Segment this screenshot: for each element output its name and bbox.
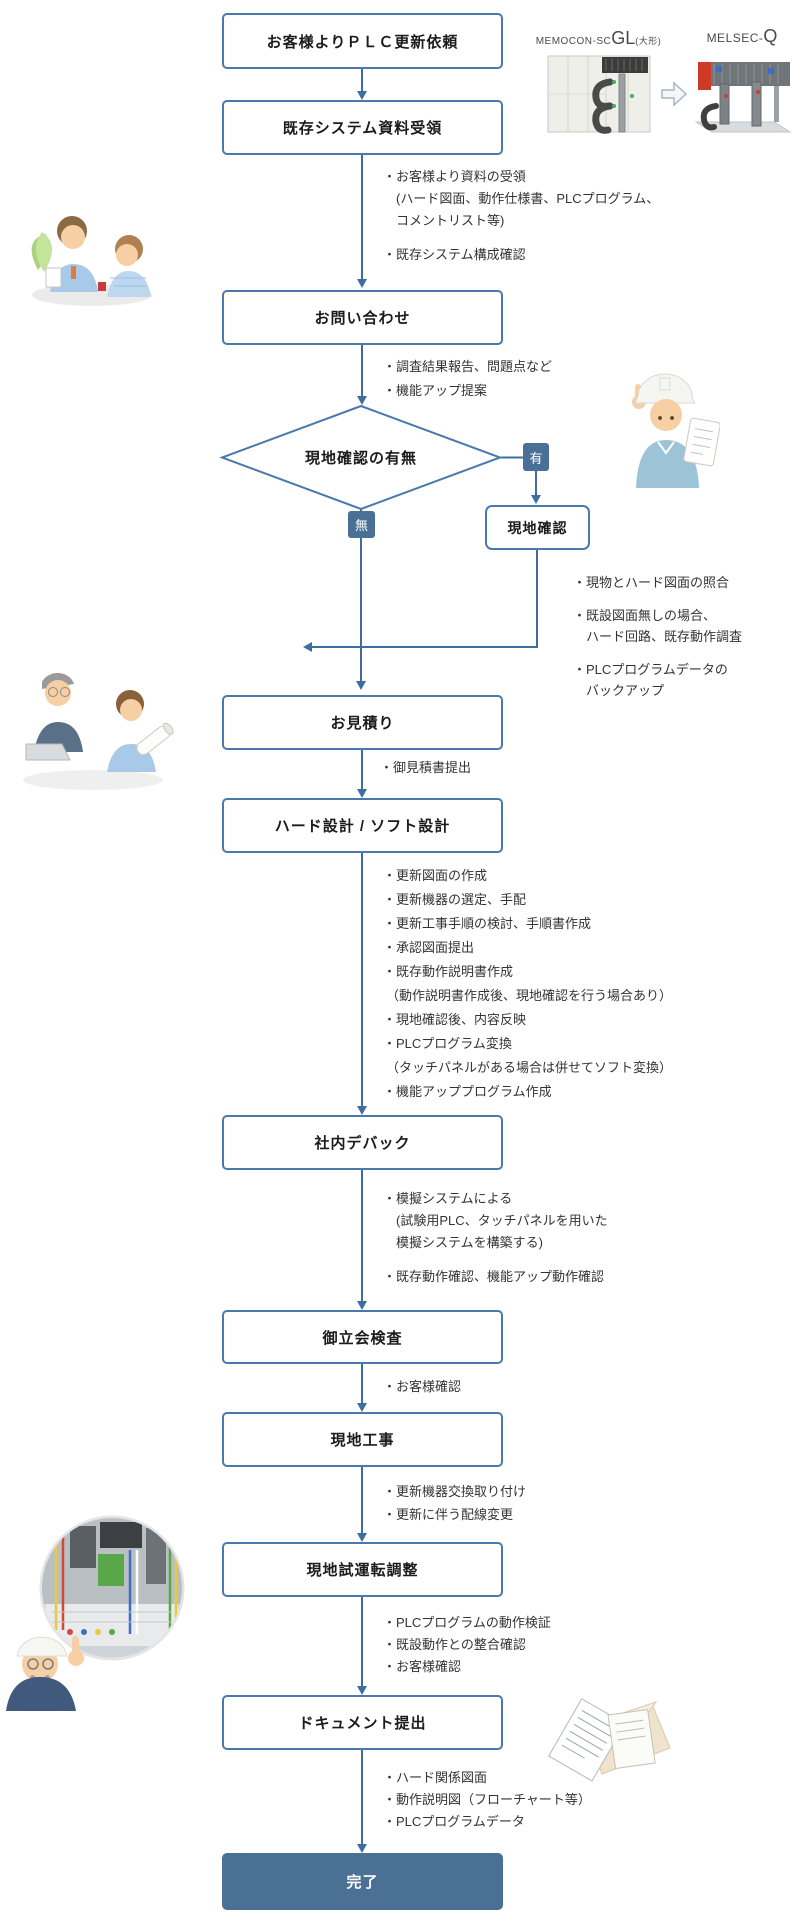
step-label: 完了 (346, 1874, 379, 1891)
step-onsite-work: 現地工事 (222, 1412, 503, 1467)
note-line: ・既存システム構成確認 (383, 247, 526, 262)
note-line: ・更新機器交換取り付け (383, 1484, 527, 1499)
step-document-submission: ドキュメント提出 (222, 1695, 503, 1750)
designers-illustration (23, 672, 174, 790)
note-line: ・PLCプログラムデータの (573, 662, 728, 677)
step-label: ハード設計 / ソフト設計 (274, 818, 451, 835)
engineer-panel-illustration (6, 1515, 185, 1711)
notes-commissioning: ・PLCプログラムの動作検証 ・既設動作との整合確認 ・お客様確認 (383, 1612, 551, 1678)
notes-design: ・更新図面の作成 ・更新機器の選定、手配 ・更新工事手順の検討、手順書作成 ・承… (383, 864, 672, 1104)
melsec-model-text: Q (763, 26, 778, 46)
step-label: ドキュメント提出 (298, 1715, 427, 1732)
note-line: ・既設動作との整合確認 (383, 1637, 526, 1652)
step-label: お見積り (330, 715, 395, 732)
step-commissioning: 現地試運転調整 (222, 1542, 503, 1597)
step-onsite-check: 現地確認 (485, 505, 590, 550)
step-inhouse-debug: 社内デバック (222, 1115, 503, 1170)
note-line: コメントリスト等) (396, 213, 505, 228)
step-witness-inspection: 御立会検査 (222, 1310, 503, 1364)
note-line: (試験用PLC、タッチパネルを用いた (396, 1213, 608, 1228)
note-line: （動作説明書作成後、現地確認を行う場合あり） (386, 988, 673, 1003)
note-line: ・お客様確認 (383, 1659, 462, 1674)
note-line: ・既存動作説明書作成 (383, 964, 514, 979)
step-label: お客様よりＰＬＣ更新依頼 (266, 33, 459, 51)
step-receive-documents: 既存システム資料受領 (222, 100, 503, 155)
note-line: ハード回路、既存動作調査 (586, 629, 743, 644)
step-label: お問い合わせ (314, 310, 411, 327)
notes-inquiry: ・調査結果報告、問題点など ・機能アップ提案 (383, 355, 552, 403)
step-estimate: お見積り (222, 695, 503, 750)
step-label: 社内デバック (314, 1135, 411, 1152)
notes-onsite-check: ・現物とハード図面の照合 ・既設図面無しの場合、 ハード回路、既存動作調査 ・P… (573, 572, 742, 701)
note-line: ・現地確認後、内容反映 (383, 1012, 527, 1027)
note-line: ・御見積書提出 (380, 760, 472, 775)
branch-yes-badge: 有 (523, 443, 549, 471)
note-line: 模擬システムを構築する) (396, 1235, 543, 1250)
decision-text: 現地確認の有無 (304, 449, 417, 467)
note-line: ・ハード関係図面 (383, 1770, 488, 1785)
note-line: （タッチパネルがある場合は併せてソフト変換） (386, 1060, 673, 1075)
note-line: ・既存動作確認、機能アップ動作確認 (383, 1269, 605, 1284)
branch-no-badge: 無 (348, 511, 375, 538)
documents-illustration (548, 1698, 671, 1782)
yes-text: 有 (529, 450, 543, 466)
no-text: 無 (354, 518, 368, 533)
step-label: 現地確認 (507, 519, 568, 536)
notes-inhouse-debug: ・模擬システムによる (試験用PLC、タッチパネルを用いた 模擬システムを構築す… (383, 1188, 608, 1288)
step-complete: 完了 (222, 1853, 503, 1910)
hardware-after-label: MELSEC- Q (688, 26, 796, 47)
note-line: ・お客様確認 (383, 1379, 462, 1394)
meeting-illustration (31, 216, 152, 306)
memocon-brand-text: MEMOCON-SC (535, 36, 612, 47)
hardware-before-label: MEMOCON-SC GL (大形) (516, 28, 681, 49)
note-line: ・承認図面提出 (383, 940, 475, 955)
worker-illustration (632, 373, 720, 488)
note-line: ・更新機器の選定、手配 (383, 892, 527, 907)
memocon-plc-image (547, 55, 651, 134)
step-label: 既存システム資料受領 (282, 120, 443, 137)
notes-receive-documents: ・お客様より資料の受領 (ハード図面、動作仕様書、PLCプログラム、 コメントリ… (383, 166, 659, 266)
melsec-brand-text: MELSEC- (706, 31, 764, 45)
note-line: ・更新工事手順の検討、手順書作成 (383, 916, 592, 931)
note-line: ・既設図面無しの場合、 (573, 608, 717, 623)
conversion-arrow-icon (661, 81, 688, 107)
note-line: ・PLCプログラムデータ (383, 1814, 525, 1829)
note-line: (ハード図面、動作仕様書、PLCプログラム、 (396, 191, 660, 206)
note-line: ・機能アッププログラム作成 (383, 1084, 552, 1099)
notes-estimate: ・御見積書提出 (380, 757, 471, 779)
note-line: ・動作説明図（フローチャート等） (383, 1792, 591, 1807)
note-line: ・機能アップ提案 (383, 383, 488, 398)
notes-documents: ・ハード関係図面 ・動作説明図（フローチャート等） ・PLCプログラムデータ (383, 1767, 591, 1833)
note-line: ・PLCプログラムの動作検証 (383, 1615, 551, 1630)
note-line: ・PLCプログラム変換 (383, 1036, 512, 1051)
step-label: 現地工事 (330, 1432, 395, 1449)
step-design: ハード設計 / ソフト設計 (222, 798, 503, 853)
step-customer-request: お客様よりＰＬＣ更新依頼 (222, 13, 503, 69)
memocon-size-text: (大形) (635, 36, 662, 46)
note-line: ・模擬システムによる (383, 1191, 513, 1206)
melsec-plc-image (694, 62, 792, 133)
decision-onsite-check-label: 現地確認の有無 (222, 406, 500, 508)
memocon-model-text: GL (611, 28, 636, 48)
notes-inspection: ・お客様確認 (383, 1376, 461, 1398)
note-line: ・調査結果報告、問題点など (383, 359, 553, 374)
step-label: 現地試運転調整 (306, 1562, 419, 1579)
note-line: ・更新に伴う配線変更 (383, 1507, 514, 1522)
step-inquiry: お問い合わせ (222, 290, 503, 345)
note-line: ・更新図面の作成 (383, 868, 488, 883)
note-line: ・お客様より資料の受領 (383, 169, 526, 184)
note-line: バックアップ (586, 683, 665, 698)
note-line: ・現物とハード図面の照合 (573, 575, 730, 590)
step-label: 御立会検査 (322, 1329, 403, 1347)
notes-onsite-work: ・更新機器交換取り付け ・更新に伴う配線変更 (383, 1480, 526, 1526)
